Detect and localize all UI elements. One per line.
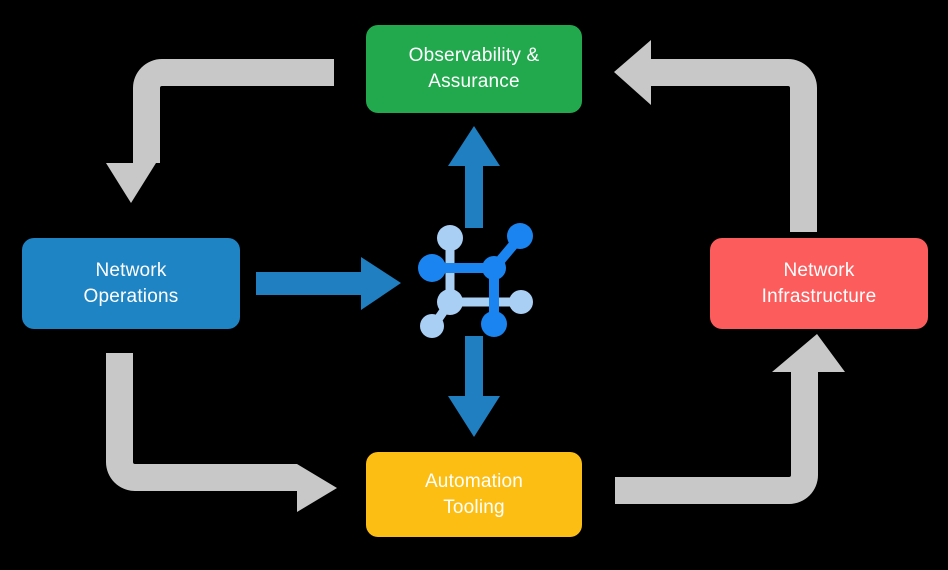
gray-arrow-automation-tooling-to-network-infrastructure	[615, 334, 845, 504]
gray-arrow-network-operations-to-automation-tooling	[106, 353, 337, 512]
gray-arrow-observability-to-network-operations	[106, 59, 334, 203]
node-box-network-infrastructure[interactable]: Network Infrastructure	[710, 238, 928, 329]
node-label-network-operations: Network Operations	[83, 259, 179, 307]
node-box-network-operations[interactable]: Network Operations	[22, 238, 240, 329]
node-box-observability[interactable]: Observability & Assurance	[366, 25, 582, 113]
blue-arrow-hub-to-observability	[448, 126, 500, 228]
gray-arrow-network-infrastructure-to-observability	[614, 40, 817, 232]
node-label-observability: Observability & Assurance	[408, 45, 540, 92]
topology-nodes-dark	[418, 223, 533, 337]
blue-arrow-network-operations-to-hub	[256, 257, 401, 310]
topology-nodes-light	[420, 225, 533, 338]
node-label-network-infrastructure: Network Infrastructure	[761, 259, 877, 307]
blue-arrow-hub-to-automation-tooling	[448, 336, 500, 437]
node-label-automation-tooling: Automation Tooling	[424, 470, 524, 518]
node-box-automation-tooling[interactable]: Automation Tooling	[366, 452, 582, 537]
network-topology-icon	[418, 223, 533, 338]
